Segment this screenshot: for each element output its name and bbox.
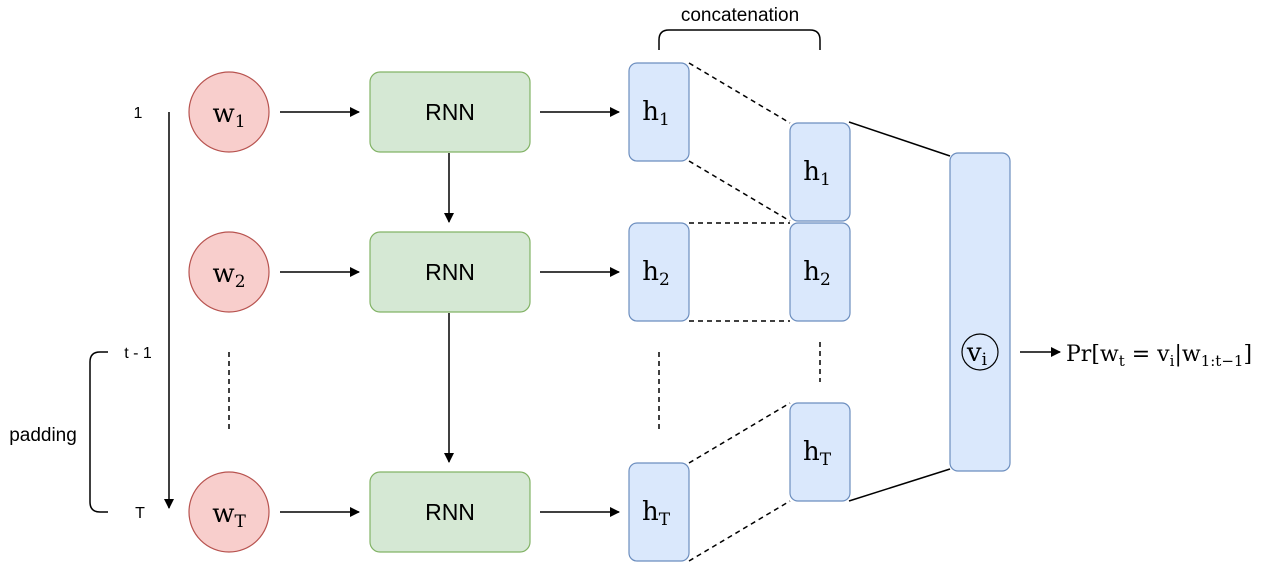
state-base: h bbox=[803, 437, 820, 467]
input-subscript: 1 bbox=[235, 112, 246, 132]
time-label-1: 1 bbox=[134, 105, 143, 122]
concat-state-h1: h1 bbox=[789, 122, 851, 222]
dashed-hT-top-to-concat-hT bbox=[688, 402, 791, 464]
input-node-wT: wT bbox=[188, 471, 270, 553]
state-base: h bbox=[803, 257, 820, 287]
rnn-label: RNN bbox=[425, 99, 475, 125]
rnn-label: RNN bbox=[425, 259, 475, 285]
line-concat-hT-to-output bbox=[848, 468, 951, 502]
hidden-state-h1: h1 bbox=[628, 62, 690, 162]
svg-text:h2: h2 bbox=[642, 257, 670, 290]
svg-text:w1: w1 bbox=[212, 99, 245, 132]
connectors bbox=[89, 29, 1061, 517]
svg-text:h1: h1 bbox=[642, 97, 670, 130]
concat-state-h2: h2 bbox=[789, 222, 851, 322]
state-subscript: 1 bbox=[820, 170, 831, 190]
input-base: w bbox=[212, 499, 234, 529]
time-label-t-minus-1: t - 1 bbox=[124, 345, 152, 362]
rnn-cell-1: RNN bbox=[369, 71, 531, 153]
svg-text:h1: h1 bbox=[803, 157, 831, 190]
dashed-hT-bottom-to-concat-hT bbox=[688, 500, 791, 562]
input-node-w2: w2 bbox=[188, 231, 270, 313]
input-subscript: 2 bbox=[235, 272, 246, 292]
dashed-h1-top-to-concat-h1 bbox=[688, 62, 791, 124]
state-base: h bbox=[642, 257, 659, 287]
svg-text:w2: w2 bbox=[212, 259, 245, 292]
rnn-cell-3: RNN bbox=[369, 471, 531, 553]
state-subscript: T bbox=[659, 510, 671, 530]
svg-text:h2: h2 bbox=[803, 257, 831, 290]
input-base: w bbox=[212, 99, 234, 129]
dashed-connectors bbox=[228, 62, 821, 562]
output-node-circle bbox=[961, 333, 999, 371]
output-node-vi: vi bbox=[949, 152, 1011, 472]
svg-text:vi: vi bbox=[966, 338, 988, 370]
rnn-cell-2: RNN bbox=[369, 231, 531, 313]
probability-expression: Pr[wt = vi|w1:t−1] bbox=[1066, 342, 1252, 370]
state-subscript: 2 bbox=[820, 270, 831, 290]
padding-label: padding bbox=[9, 425, 77, 446]
output-subscript: i bbox=[982, 350, 988, 370]
svg-text:wT: wT bbox=[212, 499, 246, 532]
output-base: v bbox=[966, 338, 982, 368]
state-subscript: 1 bbox=[659, 110, 670, 130]
state-subscript: 2 bbox=[659, 270, 670, 290]
state-base: h bbox=[642, 497, 659, 527]
concatenation-bracket bbox=[658, 29, 821, 50]
rnn-label: RNN bbox=[425, 499, 475, 525]
svg-text:hT: hT bbox=[803, 437, 832, 470]
hidden-state-hT: hT bbox=[628, 462, 690, 562]
input-subscript: T bbox=[234, 512, 246, 532]
state-base: h bbox=[642, 97, 659, 127]
concatenation-label: concatenation bbox=[681, 5, 799, 26]
line-concat-h1-to-output bbox=[848, 121, 951, 157]
state-base: h bbox=[803, 157, 820, 187]
dashed-h1-bottom-to-concat-h1 bbox=[688, 160, 791, 222]
state-subscript: T bbox=[820, 450, 832, 470]
input-base: w bbox=[212, 259, 234, 289]
concat-state-hT: hT bbox=[789, 402, 851, 502]
svg-text:hT: hT bbox=[642, 497, 671, 530]
input-node-w1: w1 bbox=[188, 71, 270, 153]
padding-bracket bbox=[89, 351, 108, 513]
hidden-state-h2: h2 bbox=[628, 222, 690, 322]
time-label-T: T bbox=[135, 505, 145, 522]
